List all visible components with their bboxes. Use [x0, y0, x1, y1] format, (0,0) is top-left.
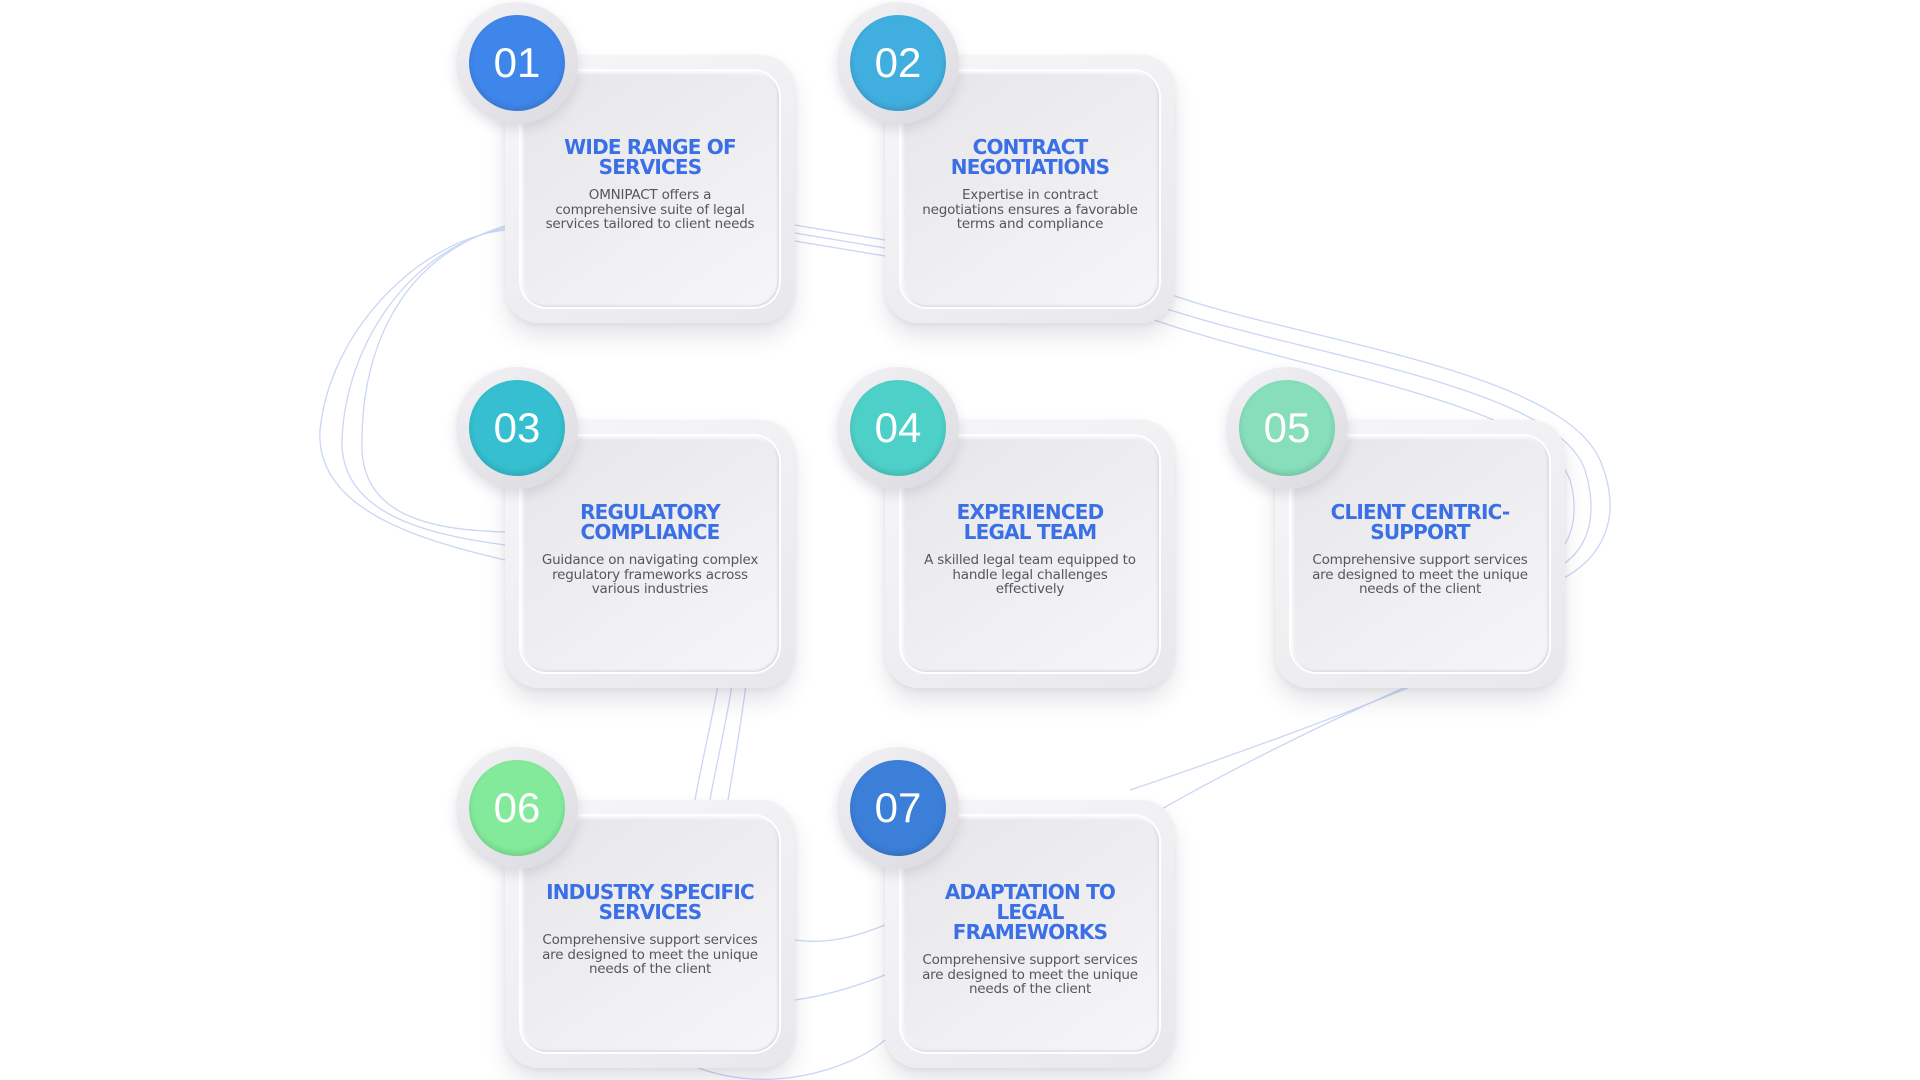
step-number: 06	[469, 760, 565, 856]
connector-line	[794, 232, 886, 249]
card-description: Guidance on navigating complex regulator…	[541, 552, 759, 597]
step-number: 05	[1239, 380, 1335, 476]
card-inner-panel	[901, 816, 1159, 1052]
step-number-badge: 07	[837, 747, 959, 869]
connector-line	[794, 924, 886, 942]
step-number-badge: 02	[837, 2, 959, 124]
card-inner-panel	[521, 816, 779, 1052]
connector-line	[694, 684, 719, 801]
card-description: Comprehensive support services are desig…	[922, 952, 1138, 997]
step-number: 01	[469, 15, 565, 111]
card-description: Comprehensive support services are desig…	[542, 932, 758, 977]
card-inner-panel	[901, 71, 1159, 307]
step-number-badge: 04	[837, 367, 959, 489]
card-text: ADAPTATION TO LEGAL FRAMEWORKS Comprehens…	[921, 882, 1139, 997]
card-title: CLIENT CENTRIC-SUPPORT	[1330, 500, 1511, 544]
card-inner-panel	[521, 71, 779, 307]
connector-line	[1159, 684, 1411, 811]
card-title: REGULATORY COMPLIANCE	[580, 500, 721, 544]
card-description: A skilled legal team equipped to handle …	[924, 552, 1136, 597]
card-title: ADAPTATION TO LEGAL FRAMEWORKS	[944, 880, 1116, 944]
card-text: INDUSTRY SPECIFIC SERVICES Comprehensive …	[541, 882, 759, 977]
card-inner-panel	[1291, 436, 1549, 672]
step-number-badge: 06	[456, 747, 578, 869]
card-text: CONTRACT NEGOTIATIONS Expertise in contra…	[921, 137, 1139, 232]
connector-line	[709, 684, 733, 801]
step-number-badge: 01	[456, 2, 578, 124]
card-title: WIDE RANGE OF SERVICES	[564, 135, 736, 179]
card-description: Expertise in contract negotiations ensur…	[922, 187, 1138, 232]
card-inner-panel	[901, 436, 1159, 672]
card-text: CLIENT CENTRIC-SUPPORT Comprehensive supp…	[1311, 502, 1529, 597]
connector-line	[794, 974, 886, 1001]
step-number: 02	[850, 15, 946, 111]
card-inner-panel	[521, 436, 779, 672]
connector-line	[1129, 684, 1416, 791]
step-number: 03	[469, 380, 565, 476]
connector-line	[794, 224, 886, 241]
feature-card: WIDE RANGE OF SERVICES OMNIPACT offers a …	[505, 55, 795, 323]
card-description: Comprehensive support services are desig…	[1312, 552, 1528, 597]
step-number: 07	[850, 760, 946, 856]
card-text: WIDE RANGE OF SERVICES OMNIPACT offers a …	[541, 137, 759, 232]
connector-line	[794, 240, 886, 257]
step-number-badge: 05	[1226, 367, 1348, 489]
feature-card: CONTRACT NEGOTIATIONS Expertise in contra…	[885, 55, 1175, 323]
card-title: EXPERIENCED LEGAL TEAM	[956, 500, 1105, 544]
card-description: OMNIPACT offers a comprehensive suite of…	[545, 187, 755, 232]
step-number-badge: 03	[456, 367, 578, 489]
connector-line	[727, 684, 747, 801]
card-title: CONTRACT NEGOTIATIONS	[950, 135, 1110, 179]
step-number: 04	[850, 380, 946, 476]
card-text: EXPERIENCED LEGAL TEAM A skilled legal te…	[921, 502, 1139, 597]
card-title: INDUSTRY SPECIFIC SERVICES	[546, 880, 755, 924]
card-text: REGULATORY COMPLIANCE Guidance on navigat…	[541, 502, 759, 597]
